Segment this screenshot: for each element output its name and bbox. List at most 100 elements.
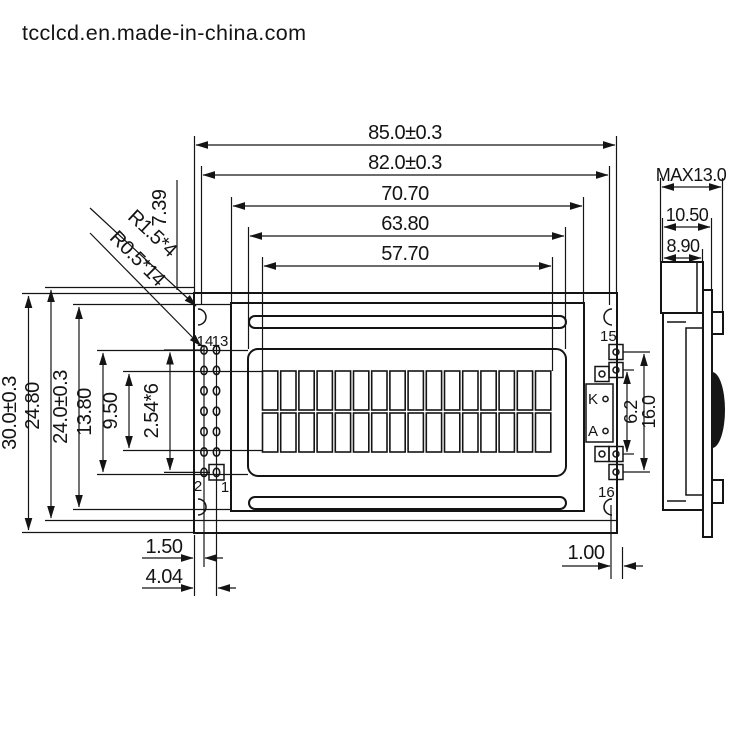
character-cell xyxy=(534,370,552,411)
dim-2480: 24.80 xyxy=(22,286,617,522)
character-cell xyxy=(334,412,352,453)
bottom-slot xyxy=(248,496,567,510)
glass-stack xyxy=(685,327,704,496)
k-pin-circle xyxy=(602,395,609,403)
character-cell xyxy=(498,370,516,411)
character-cell xyxy=(407,412,425,453)
character-cell xyxy=(516,370,534,411)
pad-left-top xyxy=(594,365,610,383)
pin2-label: 2 xyxy=(194,478,202,495)
pin13-label: 13 xyxy=(212,333,229,350)
pin-header-block xyxy=(660,261,704,314)
character-cell xyxy=(352,412,370,453)
dim-1050: 10.50 xyxy=(661,205,713,290)
dim-160-label: 16.0 xyxy=(639,395,659,429)
pin1-label: 1 xyxy=(221,479,229,496)
character-cells xyxy=(261,370,552,453)
character-cell xyxy=(279,412,297,453)
character-cell xyxy=(498,412,516,453)
dim-950: 9.50 xyxy=(100,370,262,452)
character-cell xyxy=(534,412,552,453)
character-cell xyxy=(261,412,279,453)
dim-150: 1.50 xyxy=(142,536,223,562)
character-cell xyxy=(370,370,388,411)
character-cell xyxy=(425,412,443,453)
dim-5770-label: 57.70 xyxy=(381,243,429,265)
anode-label: A xyxy=(588,423,598,440)
leader-r05: R0.5*14 xyxy=(89,227,202,347)
dim-890-label: 8.90 xyxy=(666,236,700,256)
dim-739-label: 7.39 xyxy=(149,189,171,226)
watermark-text: tcclcd.en.made-in-china.com xyxy=(22,21,306,45)
character-cell xyxy=(425,370,443,411)
dim-82-label: 82.0±0.3 xyxy=(368,152,442,174)
dimensions-bottom: 1.50 4.04 1.00 xyxy=(142,345,643,596)
dim-5770: 57.70 xyxy=(261,243,554,371)
dim-100: 1.00 xyxy=(562,505,643,579)
character-cell xyxy=(389,370,406,411)
pcb-edge xyxy=(702,289,713,538)
dim-30-label: 30.0±0.3 xyxy=(0,376,21,450)
bezel-tab-bottom xyxy=(711,479,724,504)
notch-bottom-right xyxy=(603,498,613,516)
notch-top-left xyxy=(197,308,207,326)
dim-6380: 63.80 xyxy=(247,213,567,349)
pin15-label: 15 xyxy=(600,328,617,345)
dim-890: 8.90 xyxy=(663,236,704,262)
character-cell xyxy=(443,370,461,411)
character-cell xyxy=(298,370,315,411)
character-cell xyxy=(480,370,497,411)
dim-max13-label: MAX13.0 xyxy=(656,165,727,185)
dimensions-side: MAX13.0 10.50 8.90 xyxy=(656,165,727,312)
backlight-pads: K A 15 16 xyxy=(585,328,624,501)
dim-max13: MAX13.0 xyxy=(656,165,727,312)
character-cell xyxy=(443,412,461,453)
character-cell xyxy=(352,370,370,411)
dim-254-label: 2.54*6 xyxy=(141,383,163,438)
character-cell xyxy=(334,370,352,411)
character-cell xyxy=(298,412,315,453)
dim-7070-label: 70.70 xyxy=(381,183,429,205)
character-cell xyxy=(261,370,279,411)
dim-82: 82.0±0.3 xyxy=(200,152,611,305)
leaders: R1.5*4 R0.5*14 7.39 xyxy=(89,180,202,347)
dim-85-label: 85.0±0.3 xyxy=(368,122,442,144)
side-view xyxy=(660,261,725,538)
dimensions-backlight: 6.2 16.0 xyxy=(621,351,659,473)
mounting-notches xyxy=(197,308,613,516)
character-cell xyxy=(389,412,406,453)
dim-30: 30.0±0.3 xyxy=(0,292,194,534)
character-cell xyxy=(461,370,479,411)
dim-85: 85.0±0.3 xyxy=(193,122,618,292)
dim-150-label: 1.50 xyxy=(146,536,183,558)
dim-950-label: 9.50 xyxy=(100,392,122,429)
character-cell xyxy=(480,412,497,453)
character-cell xyxy=(279,370,297,411)
dim-24: 24.0±0.3 xyxy=(50,303,231,511)
dim-24-label: 24.0±0.3 xyxy=(50,370,72,444)
dim-404-label: 4.04 xyxy=(146,566,183,588)
top-slot xyxy=(248,315,567,329)
bezel-tab-top xyxy=(711,311,724,335)
dim-62-label: 6.2 xyxy=(621,400,641,424)
cathode-label: K xyxy=(588,391,598,408)
dim-100-label: 1.00 xyxy=(568,542,605,564)
notch-top-right xyxy=(603,308,613,326)
dim-739: 7.39 xyxy=(149,180,178,290)
a-pin-circle xyxy=(602,427,609,435)
dim-404: 4.04 xyxy=(142,566,236,592)
dim-1380: 13.80 xyxy=(74,349,248,476)
front-view: 14 13 2 1 K A xyxy=(193,292,624,534)
character-cell xyxy=(370,412,388,453)
dim-2480-label: 24.80 xyxy=(22,382,44,430)
character-cell xyxy=(516,412,534,453)
character-cell xyxy=(316,370,334,411)
character-cell xyxy=(316,412,334,453)
dimensions-top: 85.0±0.3 82.0±0.3 70.70 63.80 57.70 xyxy=(193,122,618,371)
notch-bottom-left xyxy=(197,498,207,516)
dim-62: 6.2 xyxy=(621,369,641,455)
dim-1050-label: 10.50 xyxy=(666,205,709,225)
dimensions-left: 30.0±0.3 24.80 24.0±0.3 13.80 9.50 xyxy=(0,286,617,534)
